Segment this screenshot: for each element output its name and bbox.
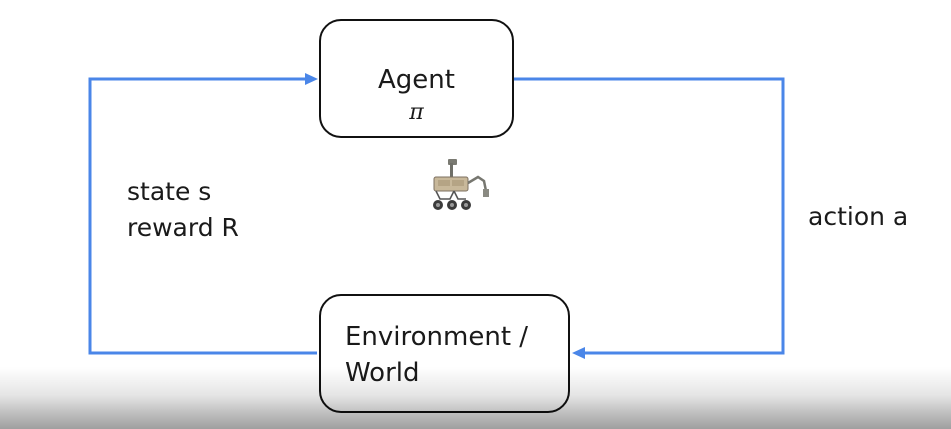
agent-arrowhead [305, 73, 318, 85]
agent-title: Agent [378, 65, 455, 95]
environment-arrowhead [572, 347, 585, 359]
policy-symbol: π [409, 100, 424, 125]
environment-title-line2: World [345, 358, 420, 388]
reward-label: reward R [127, 213, 239, 242]
agent-box: Agent π [319, 19, 514, 138]
action-arrow-line [514, 77, 785, 355]
mars-rover-icon [433, 159, 489, 210]
action-label: action a [808, 202, 909, 231]
environment-box: Environment / World [319, 294, 570, 413]
environment-title-line1: Environment / [345, 322, 529, 352]
state-label: state s [127, 177, 212, 206]
feedback-arrow-line [88, 77, 317, 355]
